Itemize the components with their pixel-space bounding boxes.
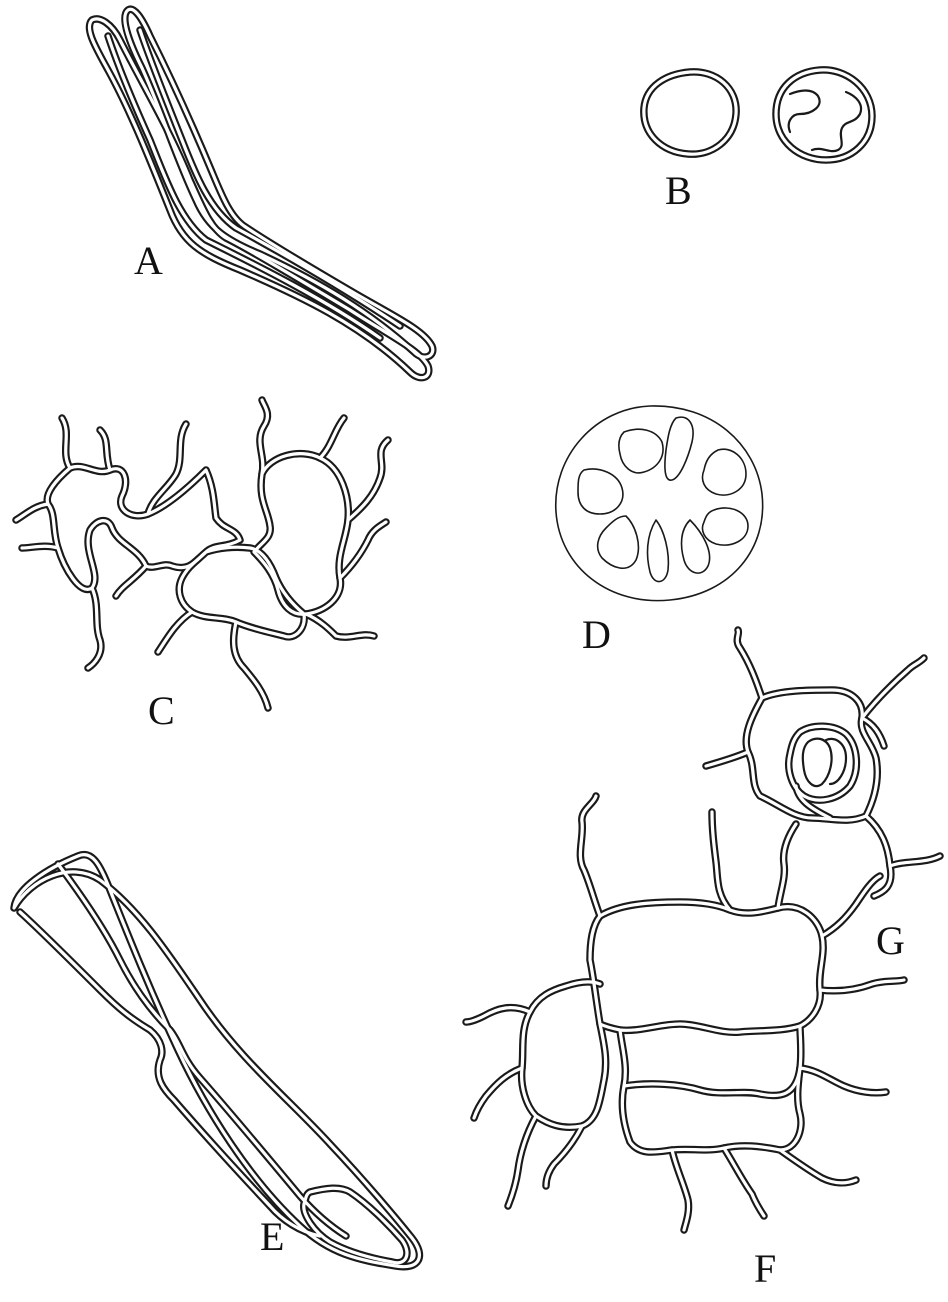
panel-g-stoma (706, 630, 940, 896)
panel-label-c: C (148, 688, 175, 733)
panel-label-a: A (134, 238, 163, 283)
panel-b-round-cells (644, 70, 872, 160)
panel-label-e: E (260, 1214, 284, 1259)
panel-c-epidermis (16, 400, 388, 708)
panel-f-epidermis (466, 796, 904, 1230)
panel-label-g: G (876, 918, 905, 963)
panel-e-septate-fibre (14, 855, 419, 1267)
panel-d-cross-section (556, 406, 763, 601)
panel-label-d: D (582, 612, 611, 657)
panel-label-f: F (754, 1246, 776, 1291)
panel-label-b: B (665, 168, 692, 213)
panel-a-fibres (89, 9, 432, 377)
